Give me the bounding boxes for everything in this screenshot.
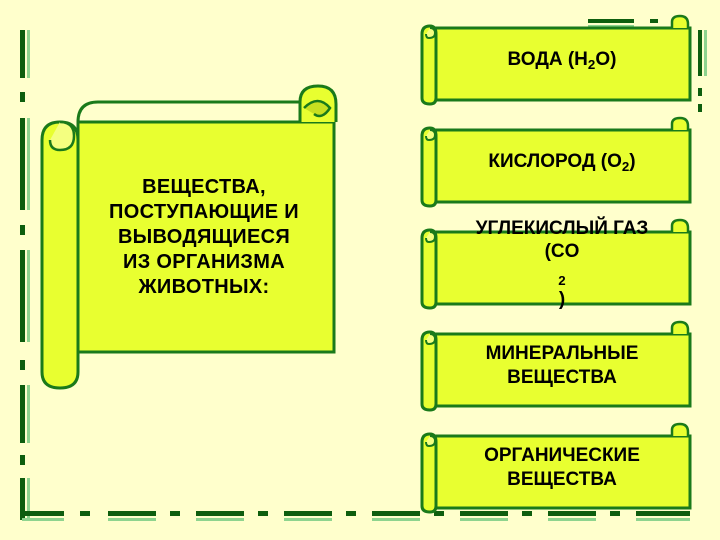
item-label-text: ВЕЩЕСТВА [507,367,617,388]
item-label-text: (CO [544,241,580,263]
main-scroll-line: ВЫВОДЯЩИЕСЯ [117,225,291,248]
item-scroll-shape [420,218,692,310]
subscript: 2 [621,159,630,175]
item-scroll-minerals: МИНЕРАЛЬНЫЕ ВЕЩЕСТВА [418,320,694,412]
item-scroll-oxygen: КИСЛОРОД (O2) [418,116,694,208]
item-scroll-shape [420,422,692,514]
item-scroll-shape [420,320,692,412]
right-border-line [698,30,707,112]
item-label-text: O) [595,49,617,71]
main-scroll-line: ВЕЩЕСТВА, [142,175,266,198]
left-border-line [20,30,30,520]
main-scroll-title: ВЕЩЕСТВА, ПОСТУПАЮЩИЕ И ВЫВОДЯЩИЕСЯ ИЗ О… [78,124,330,350]
item-label-line2: (CO 2) [476,240,649,311]
item-label: КИСЛОРОД (O2) [438,124,686,200]
item-label-text: ВОДА (H [507,49,588,71]
item-label: УГЛЕКИСЛЫЙ ГАЗ (CO 2) [438,218,686,310]
item-label: ВОДА (H2O) [438,22,686,98]
item-scroll-carbon-dioxide: УГЛЕКИСЛЫЙ ГАЗ (CO 2) [418,218,694,310]
item-label: ОРГАНИЧЕСКИЕ ВЕЩЕСТВА [438,430,686,506]
main-scroll-shape [40,84,338,390]
main-scroll-line: ИЗ ОРГАНИЗМА [123,250,285,273]
item-label-text: УГЛЕКИСЛЫЙ ГАЗ [475,217,649,239]
item-label-text: ВЕЩЕСТВА [507,469,617,490]
subscript: 2 [587,57,596,73]
main-scroll: ВЕЩЕСТВА, ПОСТУПАЮЩИЕ И ВЫВОДЯЩИЕСЯ ИЗ О… [38,82,340,392]
item-scroll-shape [420,14,692,106]
main-scroll-line: ЖИВОТНЫХ: [138,275,270,298]
item-scroll-organic: ОРГАНИЧЕСКИЕ ВЕЩЕСТВА [418,422,694,514]
item-label-text: ОРГАНИЧЕСКИЕ [484,445,640,467]
item-label-text: ) [629,151,636,173]
item-label-text: МИНЕРАЛЬНЫЕ [485,343,639,365]
item-scroll-shape [420,116,692,208]
item-label-text: КИСЛОРОД (O [488,151,622,173]
item-label-text: ) [558,288,566,310]
subscript: 2 [558,272,566,288]
item-scroll-water: ВОДА (H2O) [418,14,694,106]
bottom-border-line [22,511,690,521]
main-scroll-line: ПОСТУПАЮЩИЕ И [109,200,299,223]
item-label: МИНЕРАЛЬНЫЕ ВЕЩЕСТВА [438,328,686,404]
